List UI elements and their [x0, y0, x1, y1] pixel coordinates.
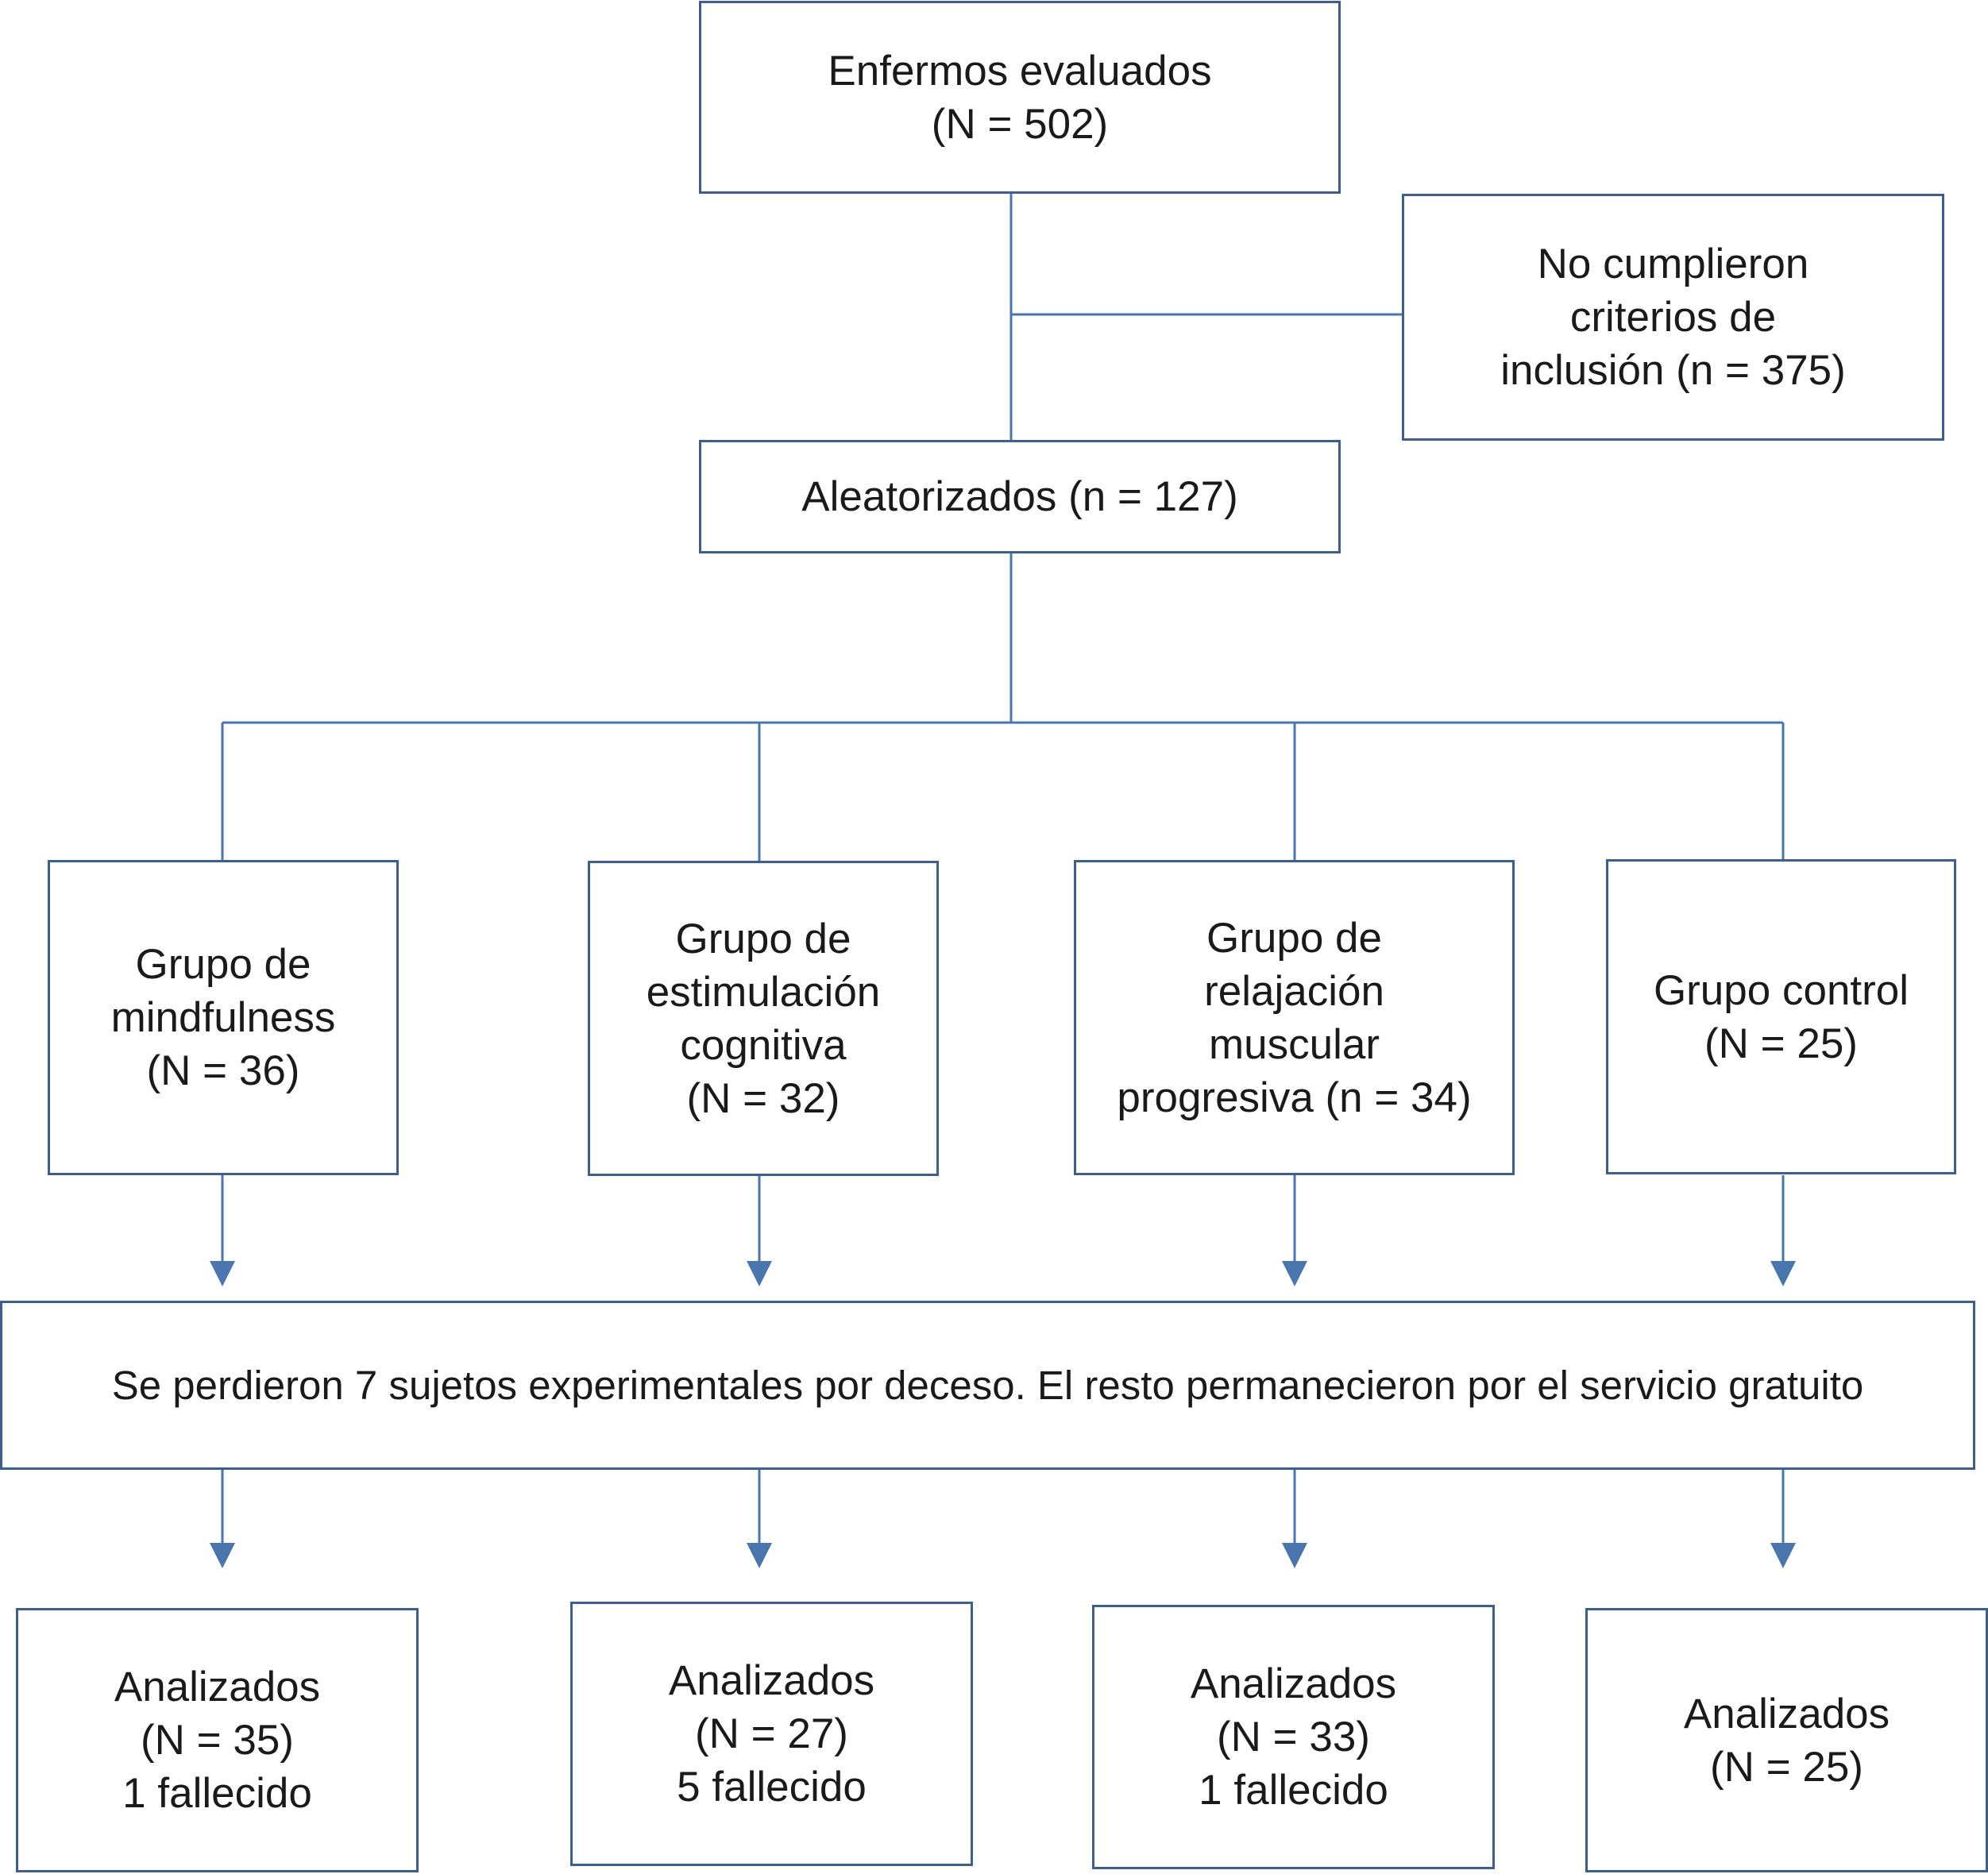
- group-label-line: Grupo de: [675, 915, 851, 962]
- group-label-line: Grupo de: [135, 941, 311, 988]
- arrowhead-icon: [1770, 1543, 1796, 1568]
- excluded-line-3: inclusión (n = 375): [1500, 347, 1846, 394]
- group-box-control: Grupo control (N = 25): [1606, 859, 1956, 1174]
- group-label-line: estimulación: [646, 968, 881, 1016]
- group-box-cognitive-stimulation: Grupo de estimulación cognitiva (N = 32): [588, 861, 939, 1176]
- arrowhead-icon: [1282, 1543, 1307, 1568]
- analyzed-label: Analizados: [1683, 1690, 1890, 1737]
- arrowhead-icon: [210, 1261, 235, 1286]
- arrowhead-icon: [1770, 1261, 1796, 1286]
- analyzed-label: Analizados: [114, 1664, 321, 1710]
- analyzed-count: (N = 27): [695, 1710, 848, 1757]
- arrowhead-icon: [1282, 1261, 1307, 1286]
- analyzed-box-muscle-relaxation: Analizados (N = 33) 1 fallecido: [1092, 1605, 1495, 1869]
- randomized-label: Aleatorizados (n = 127): [801, 473, 1238, 520]
- randomized-box: Aleatorizados (n = 127): [699, 440, 1341, 553]
- group-label-line: mindfulness: [110, 994, 336, 1041]
- arrowhead-icon: [747, 1543, 772, 1568]
- attrition-text: Se perdieron 7 sujetos experimentales po…: [111, 1363, 1864, 1408]
- analyzed-box-mindfulness: Analizados (N = 35) 1 fallecido: [16, 1608, 419, 1872]
- analyzed-count: (N = 25): [1710, 1743, 1863, 1791]
- analyzed-label: Analizados: [1190, 1660, 1397, 1707]
- group-label-line: progresiva (n = 34): [1117, 1074, 1472, 1121]
- evaluated-count: (N = 502): [931, 100, 1109, 148]
- analyzed-label: Analizados: [668, 1657, 875, 1704]
- analyzed-deceased: 1 fallecido: [122, 1770, 312, 1817]
- group-label-line: relajación: [1204, 967, 1384, 1015]
- group-box-mindfulness: Grupo de mindfulness (N = 36): [48, 860, 399, 1175]
- group-count: (N = 36): [146, 1047, 300, 1094]
- group-label-line: Grupo de: [1206, 914, 1382, 962]
- analyzed-box-control: Analizados (N = 25): [1585, 1608, 1988, 1872]
- group-label-line: Grupo control: [1653, 966, 1909, 1014]
- evaluated-box: Enfermos evaluados (N = 502): [699, 1, 1341, 194]
- group-label-line: muscular: [1208, 1020, 1380, 1068]
- excluded-line-1: No cumplieron: [1537, 241, 1809, 287]
- arrowhead-icon: [747, 1261, 772, 1286]
- group-count: (N = 25): [1704, 1020, 1858, 1067]
- group-box-muscle-relaxation: Grupo de relajación muscular progresiva …: [1074, 860, 1515, 1175]
- group-label-line: cognitiva: [680, 1021, 847, 1069]
- analyzed-box-cognitive-stimulation: Analizados (N = 27) 5 fallecido: [570, 1602, 973, 1866]
- attrition-box: Se perdieron 7 sujetos experimentales po…: [0, 1301, 1975, 1470]
- excluded-box: No cumplieron criterios de inclusión (n …: [1402, 194, 1944, 441]
- excluded-line-2: criterios de: [1569, 294, 1777, 341]
- analyzed-count: (N = 33): [1217, 1714, 1370, 1760]
- analyzed-count: (N = 35): [141, 1717, 294, 1764]
- analyzed-deceased: 5 fallecido: [677, 1764, 867, 1810]
- analyzed-deceased: 1 fallecido: [1199, 1767, 1388, 1814]
- group-count: (N = 32): [686, 1074, 840, 1122]
- evaluated-label: Enfermos evaluados: [828, 47, 1212, 94]
- arrowhead-icon: [210, 1543, 235, 1568]
